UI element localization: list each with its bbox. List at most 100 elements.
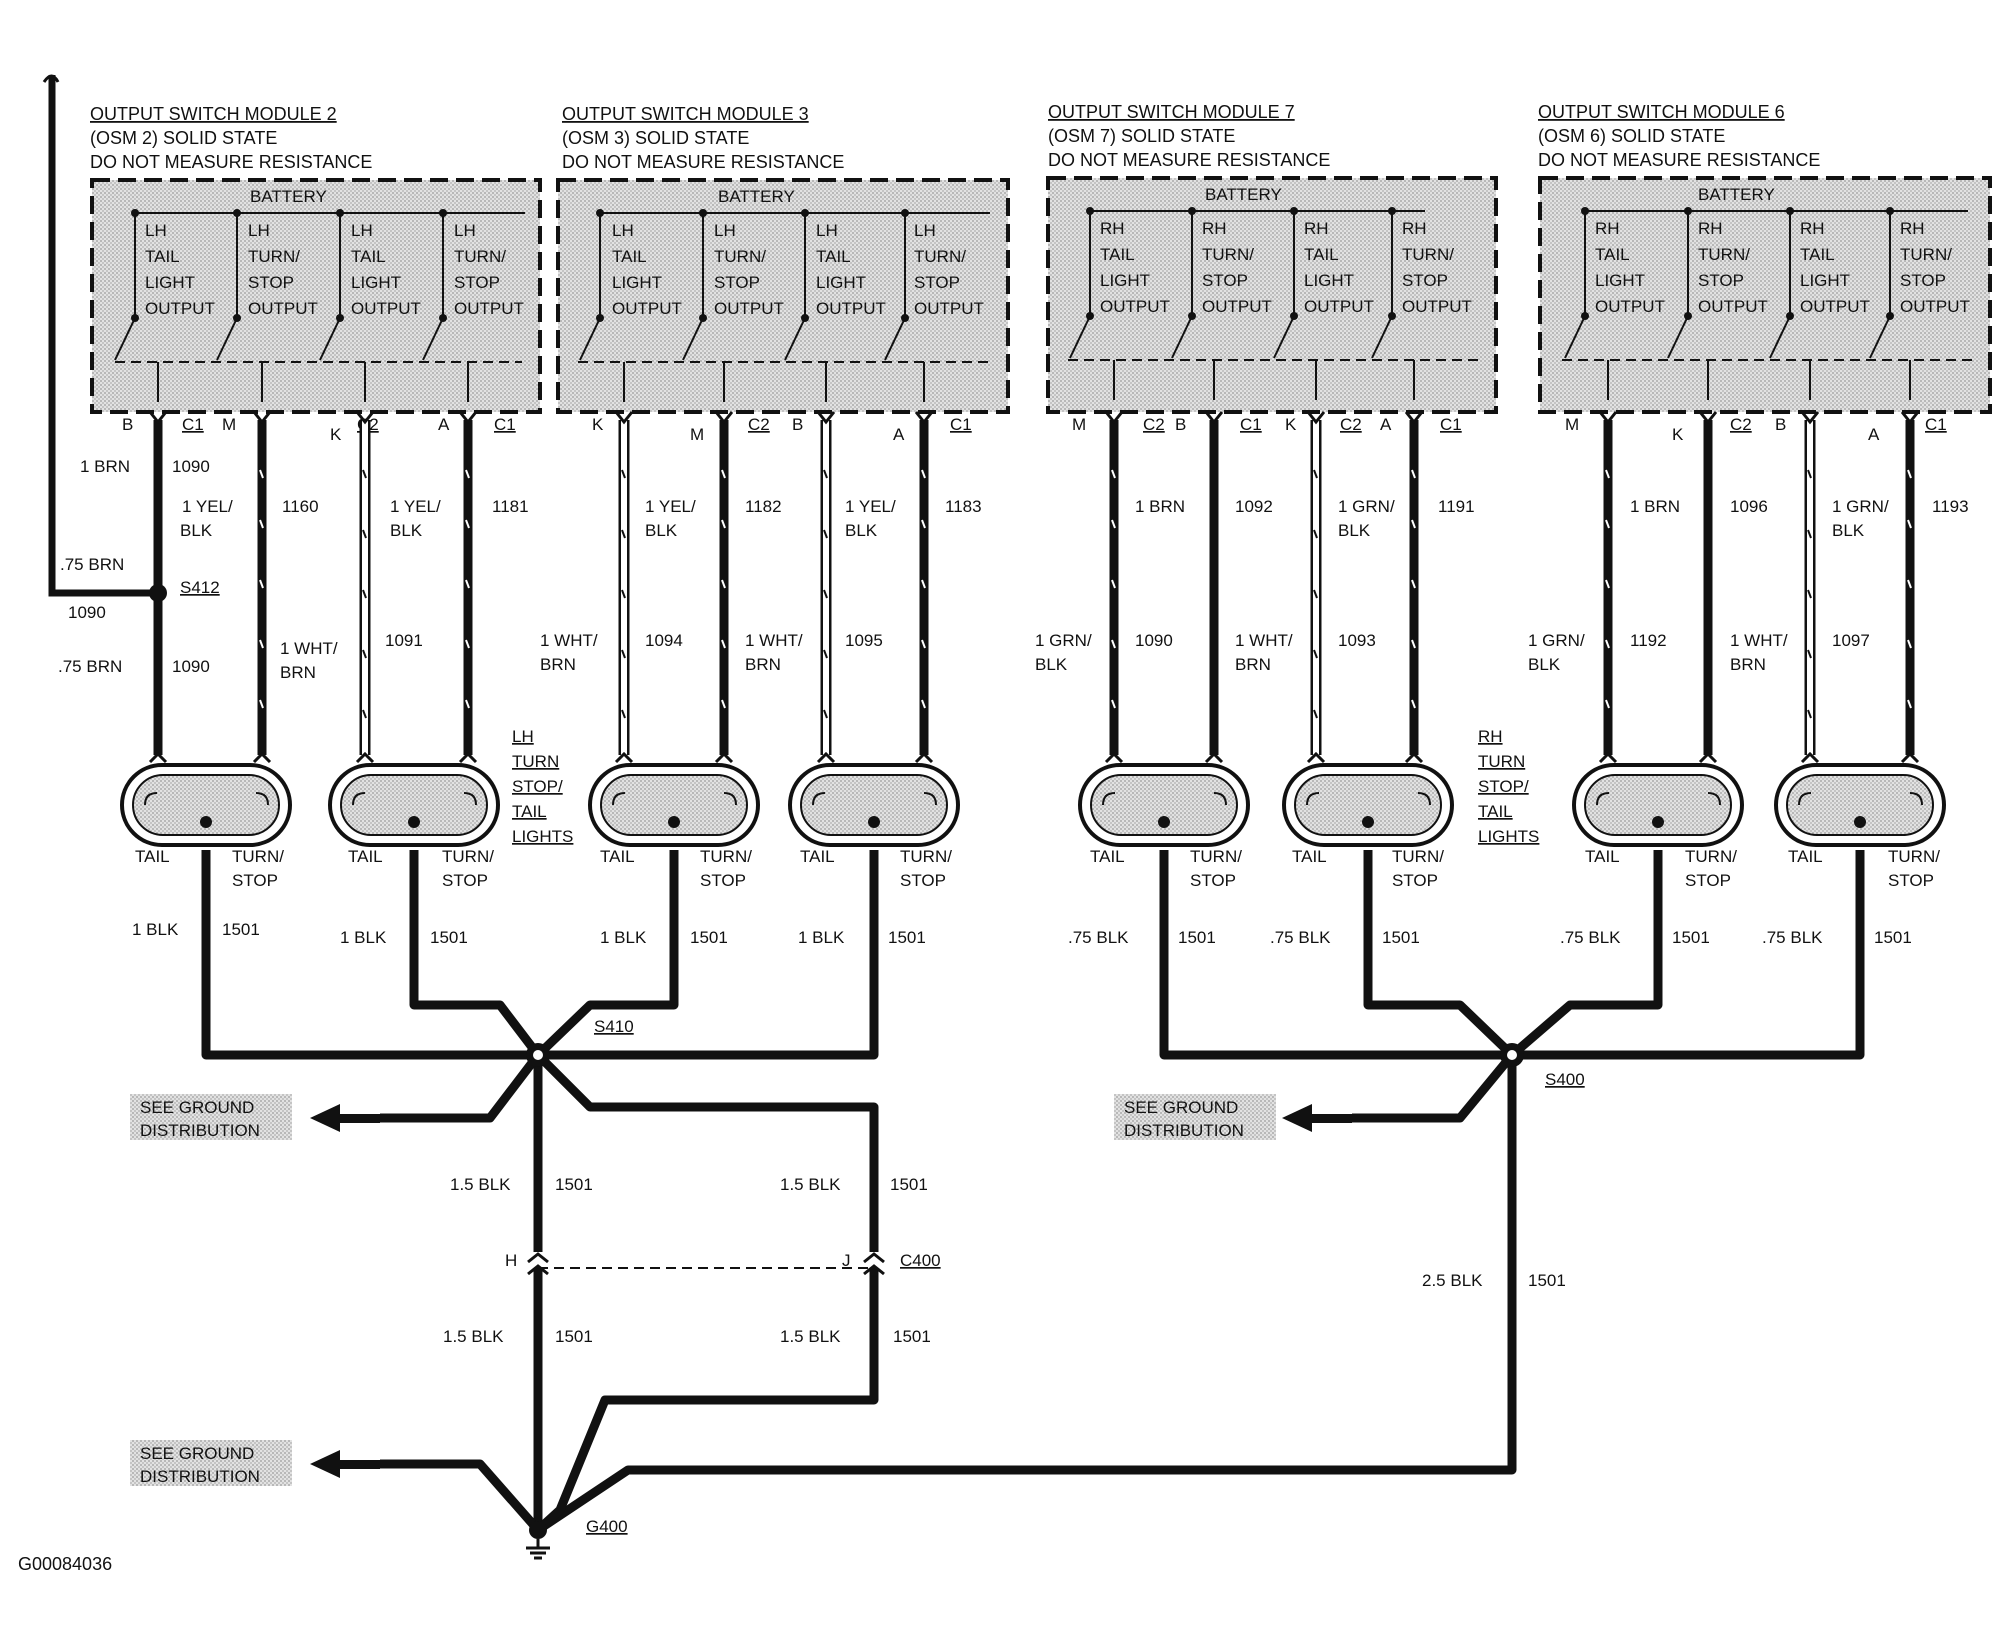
svg-text:C2: C2	[1340, 415, 1362, 434]
lh-lamp-group-label: LH TURN STOP/ TAIL LIGHTS	[512, 727, 573, 846]
svg-text:1096: 1096	[1730, 497, 1768, 516]
svg-text:1 BLK: 1 BLK	[798, 928, 845, 947]
svg-text:OUTPUT: OUTPUT	[1304, 297, 1374, 316]
svg-text:1160: 1160	[282, 497, 319, 516]
svg-text:TURN/: TURN/	[454, 247, 506, 266]
svg-text:BLK: BLK	[1832, 521, 1865, 540]
svg-text:RH: RH	[1698, 219, 1723, 238]
battery-label: BATTERY	[1698, 185, 1775, 204]
svg-text:1501: 1501	[1672, 928, 1710, 947]
svg-text:1501: 1501	[1528, 1271, 1566, 1290]
svg-text:1094: 1094	[645, 631, 683, 650]
svg-text:STOP: STOP	[1698, 271, 1744, 290]
svg-text:1182: 1182	[745, 497, 782, 516]
svg-text:1 GRN/: 1 GRN/	[1832, 497, 1889, 516]
svg-text:BRN: BRN	[1235, 655, 1271, 674]
svg-text:1192: 1192	[1630, 631, 1667, 650]
svg-text:LH: LH	[351, 221, 373, 240]
svg-text:TURN/: TURN/	[1392, 847, 1444, 866]
see-ground-distribution-right: SEE GROUND DISTRIBUTION	[1114, 1094, 1276, 1140]
svg-text:DISTRIBUTION: DISTRIBUTION	[140, 1121, 260, 1140]
svg-text:2.5 BLK: 2.5 BLK	[1422, 1271, 1483, 1290]
svg-text:STOP: STOP	[454, 273, 500, 292]
svg-text:J: J	[842, 1251, 851, 1270]
svg-text:1191: 1191	[1438, 497, 1475, 516]
svg-text:TAIL: TAIL	[816, 247, 851, 266]
svg-text:.75 BLK: .75 BLK	[1560, 928, 1621, 947]
module-subtitle: (OSM 7) SOLID STATE	[1048, 126, 1235, 146]
svg-text:1183: 1183	[945, 497, 982, 516]
svg-text:1093: 1093	[1338, 631, 1376, 650]
svg-text:1501: 1501	[1874, 928, 1912, 947]
svg-text:C2: C2	[1730, 415, 1752, 434]
connector-c400: H J C400	[505, 1251, 941, 1276]
svg-text:OUTPUT: OUTPUT	[145, 299, 215, 318]
module-title: OUTPUT SWITCH MODULE 6	[1538, 102, 1785, 122]
svg-text:1 BLK: 1 BLK	[600, 928, 647, 947]
svg-text:S412: S412	[180, 578, 220, 597]
see-ground-distribution-lower: SEE GROUND DISTRIBUTION	[130, 1440, 292, 1486]
svg-text:LIGHTS: LIGHTS	[1478, 827, 1539, 846]
svg-text:STOP: STOP	[1392, 871, 1438, 890]
svg-text:LIGHT: LIGHT	[816, 273, 866, 292]
output-switch-module-6: OUTPUT SWITCH MODULE 6 (OSM 6) SOLID STA…	[1538, 102, 1992, 444]
svg-text:1501: 1501	[555, 1327, 593, 1346]
svg-text:TURN/: TURN/	[1888, 847, 1940, 866]
svg-text:1 WHT/: 1 WHT/	[1730, 631, 1788, 650]
feed-wires	[148, 411, 1920, 764]
module-warning: DO NOT MEASURE RESISTANCE	[90, 152, 372, 172]
svg-text:RH: RH	[1402, 219, 1427, 238]
svg-text:LIGHT: LIGHT	[1304, 271, 1354, 290]
svg-text:LH: LH	[714, 221, 736, 240]
svg-text:K: K	[330, 425, 342, 444]
svg-text:1 YEL/: 1 YEL/	[182, 497, 233, 516]
svg-text:1 GRN/: 1 GRN/	[1035, 631, 1092, 650]
svg-text:1095: 1095	[845, 631, 883, 650]
svg-text:BLK: BLK	[845, 521, 878, 540]
bulb-lh-3	[588, 763, 760, 847]
svg-text:.75 BRN: .75 BRN	[60, 555, 124, 574]
svg-text:C1: C1	[1925, 415, 1947, 434]
svg-text:1090: 1090	[172, 657, 210, 676]
svg-text:STOP: STOP	[1202, 271, 1248, 290]
svg-text:K: K	[1285, 415, 1297, 434]
bulb-lh-1	[120, 763, 292, 847]
svg-text:BLK: BLK	[645, 521, 678, 540]
svg-text:OUTPUT: OUTPUT	[1698, 297, 1768, 316]
svg-text:TURN/: TURN/	[442, 847, 494, 866]
module-box	[1046, 176, 1498, 414]
svg-text:RH: RH	[1595, 219, 1620, 238]
svg-text:1 WHT/: 1 WHT/	[1235, 631, 1293, 650]
svg-text:STOP/: STOP/	[1478, 777, 1529, 796]
svg-text:OUTPUT: OUTPUT	[1202, 297, 1272, 316]
module-box	[90, 178, 542, 414]
svg-text:TURN/: TURN/	[700, 847, 752, 866]
svg-text:.75 BLK: .75 BLK	[1762, 928, 1823, 947]
svg-text:1501: 1501	[1382, 928, 1420, 947]
svg-text:S410: S410	[594, 1017, 634, 1036]
svg-text:1501: 1501	[430, 928, 468, 947]
svg-text:TAIL: TAIL	[1292, 847, 1327, 866]
module-box	[1538, 176, 1992, 414]
svg-text:TAIL: TAIL	[1595, 245, 1630, 264]
module-title: OUTPUT SWITCH MODULE 3	[562, 104, 809, 124]
svg-text:STOP: STOP	[900, 871, 946, 890]
svg-text:H: H	[505, 1251, 517, 1270]
figure-id: G00084036	[18, 1554, 112, 1574]
rh-lamp-group-label: RH TURN STOP/ TAIL LIGHTS	[1478, 727, 1539, 846]
svg-text:TURN/: TURN/	[1900, 245, 1952, 264]
svg-text:C1: C1	[1440, 415, 1462, 434]
svg-text:LIGHT: LIGHT	[1800, 271, 1850, 290]
svg-text:LIGHT: LIGHT	[1595, 271, 1645, 290]
svg-text:1097: 1097	[1832, 631, 1870, 650]
svg-text:TURN/: TURN/	[1685, 847, 1737, 866]
svg-text:LH: LH	[612, 221, 634, 240]
svg-text:LIGHTS: LIGHTS	[512, 827, 573, 846]
svg-text:TAIL: TAIL	[800, 847, 835, 866]
battery-label: BATTERY	[250, 187, 327, 206]
svg-text:TURN/: TURN/	[1698, 245, 1750, 264]
svg-text:STOP: STOP	[232, 871, 278, 890]
svg-text:BRN: BRN	[1730, 655, 1766, 674]
svg-text:RH: RH	[1800, 219, 1825, 238]
